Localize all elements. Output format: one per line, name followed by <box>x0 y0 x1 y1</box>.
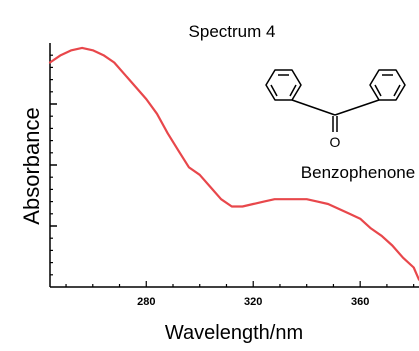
oxygen-label: O <box>330 134 341 150</box>
x-ticks: 280 320 360 <box>65 281 415 308</box>
compound-name-label: Benzophenone <box>301 163 415 182</box>
benzophenone-structure-icon: O <box>265 69 406 150</box>
x-tick-label: 320 <box>244 296 262 308</box>
y-axis-label: Absorbance <box>19 107 44 224</box>
absorbance-series-line <box>48 46 419 281</box>
x-axis-label: Wavelength/nm <box>165 322 303 344</box>
chart-title: Spectrum 4 <box>189 22 276 41</box>
y-ticks <box>50 54 57 276</box>
x-tick-label: 280 <box>137 296 155 308</box>
x-tick-label: 360 <box>351 296 369 308</box>
